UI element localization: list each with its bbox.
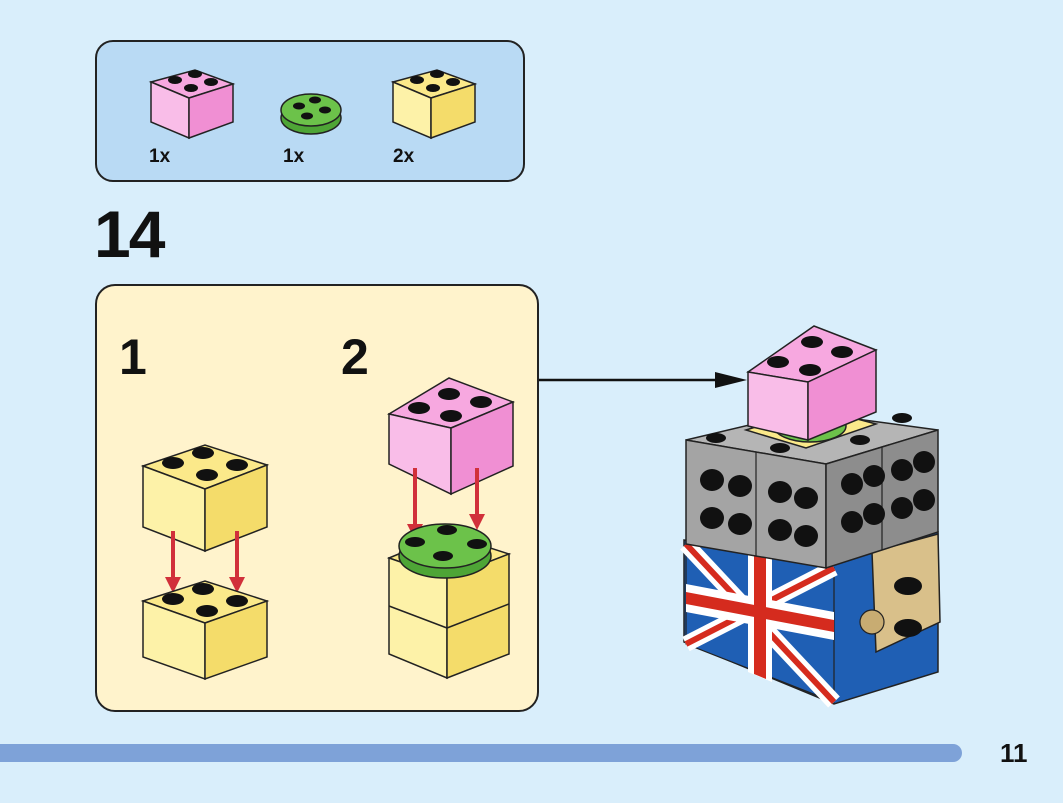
connector-arrow — [539, 372, 747, 388]
substep-2-illustration — [386, 377, 516, 680]
substep-1-illustration — [140, 444, 270, 681]
pink-brick-icon — [148, 69, 236, 140]
green-round-plate-icon — [280, 93, 342, 135]
part-qty-green: 1x — [283, 146, 305, 167]
union-flag-icon — [680, 538, 840, 708]
substep-panel: 1 2 — [95, 284, 539, 712]
part-qty-yellow: 2x — [393, 146, 415, 167]
part-qty-pink: 1x — [149, 146, 171, 167]
progress-bar — [0, 744, 962, 762]
step-number: 14 — [94, 197, 165, 271]
yellow-brick-icon — [390, 69, 478, 140]
substep-number-2: 2 — [341, 329, 369, 385]
substep-number-1: 1 — [119, 329, 147, 385]
page-number: 11 — [1000, 738, 1028, 768]
assembled-model-illustration — [680, 325, 941, 708]
parts-list-panel: 1x 1x 2x — [95, 40, 525, 182]
